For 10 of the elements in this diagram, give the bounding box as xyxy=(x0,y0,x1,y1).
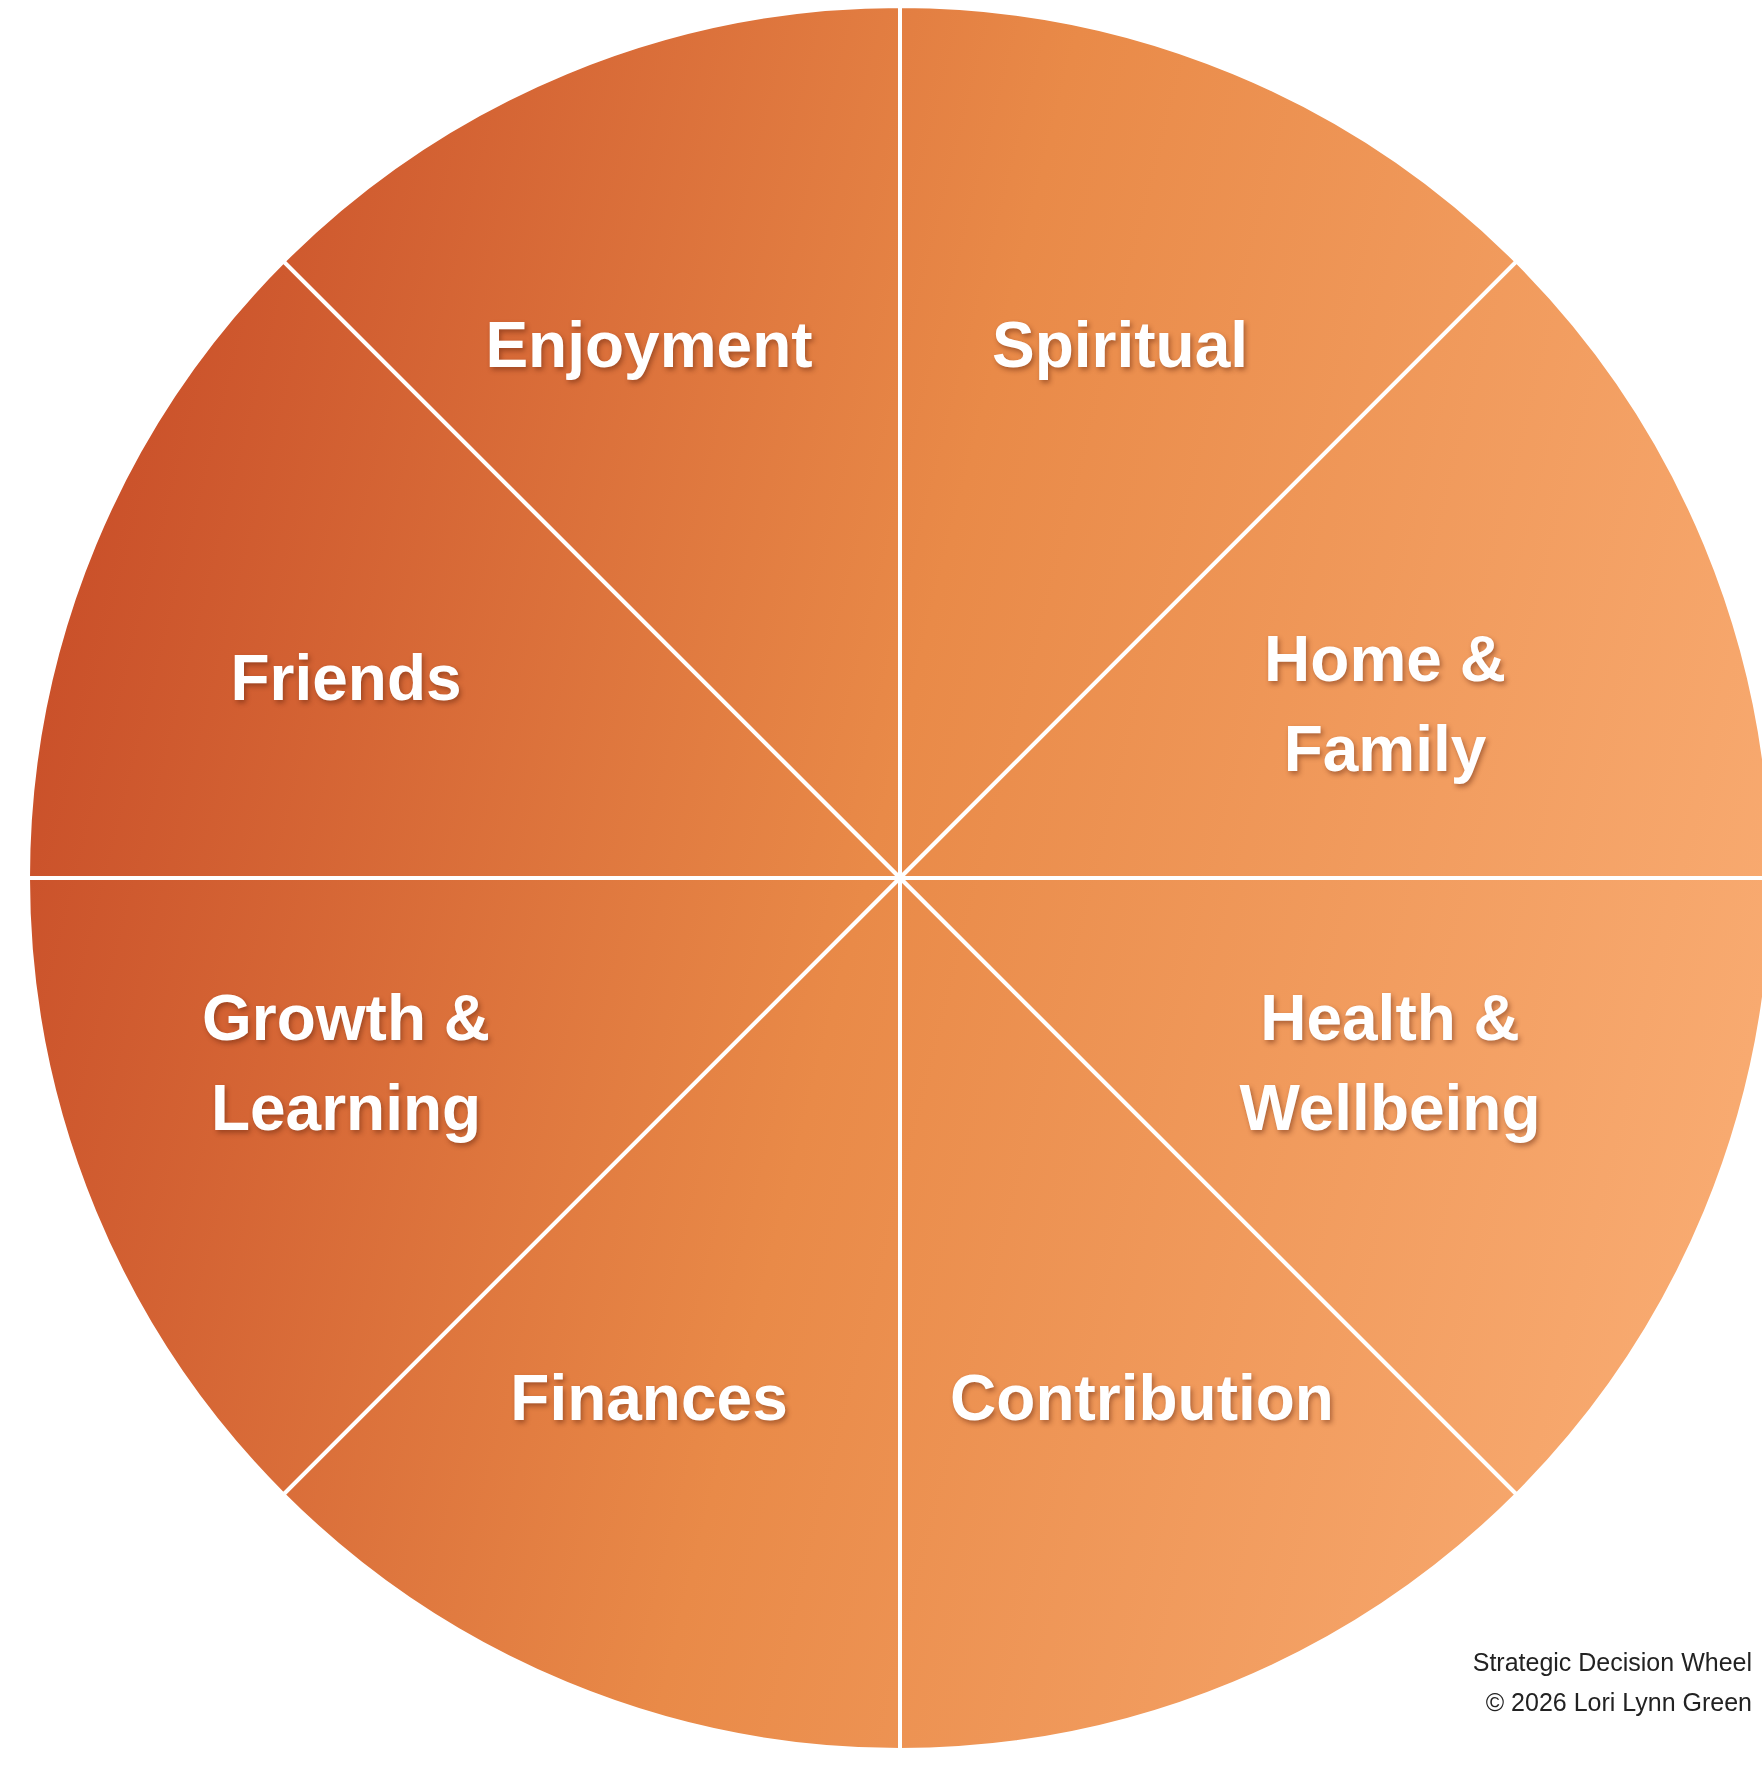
segment-label: Home & Family xyxy=(1235,615,1535,795)
segment-label: Spiritual xyxy=(992,301,1248,391)
segment-label: Friends xyxy=(230,634,462,724)
credit-text: © 2026 Lori Lynn Green xyxy=(1485,1688,1752,1717)
segment-label: Health & Wellbeing xyxy=(1200,974,1580,1154)
credit-text: Strategic Decision Wheel xyxy=(1472,1648,1752,1677)
segment-label: Contribution xyxy=(950,1354,1334,1444)
segment-label: Enjoyment xyxy=(485,301,813,391)
segment-label: Finances xyxy=(510,1354,788,1444)
segment-label: Growth & Learning xyxy=(176,974,516,1154)
